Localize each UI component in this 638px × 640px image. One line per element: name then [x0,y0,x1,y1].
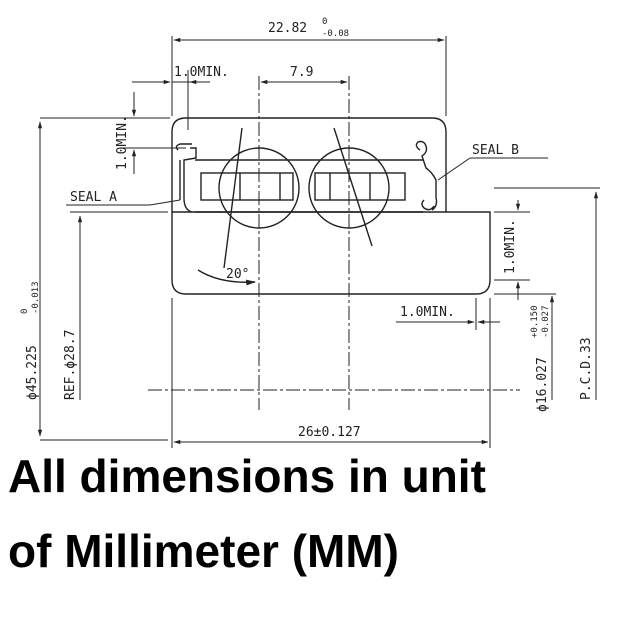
bore-tol-upper: +0.150 [530,305,540,338]
outer-diameter-tol-lower: -0.013 [31,281,41,314]
seal-b-label: SEAL B [472,143,519,158]
units-caption-line2: of Millimeter (MM) [8,525,399,577]
min-horizontal-right-label: 1.0MIN. [400,305,455,320]
seal-a-label: SEAL A [70,190,117,205]
min-vertical-right-label: 1.0MIN. [503,219,518,274]
min-vertical-left-label: 1.0MIN. [115,115,130,170]
overall-width-label: 22.82 [268,21,307,36]
inner-ring-outline [171,211,491,295]
seal-b-shape [415,140,438,211]
overall-width-tol-lower: -0.08 [322,29,349,39]
inner-width-label: 26±0.127 [298,425,361,440]
ball-spacing-label: 7.9 [290,65,313,80]
ref-diameter-label: REF.ϕ28.7 [63,330,78,400]
outer-diameter-tol-upper: 0 [20,309,30,314]
units-caption-line1: All dimensions in unit [8,450,486,502]
pcd-label: P.C.D.33 [579,337,594,400]
contact-angle-label: 20° [226,267,249,282]
seal-a-shape [175,143,197,213]
overall-width-tol-upper: 0 [322,17,327,27]
seal-min-left-label: 1.0MIN. [174,65,229,80]
bore-diameter-label: ϕ16.027 [535,357,550,412]
bore-tol-lower: -0.027 [541,305,551,338]
outer-diameter-label: ϕ45.225 [25,345,40,400]
outer-ring-outline [171,117,447,212]
